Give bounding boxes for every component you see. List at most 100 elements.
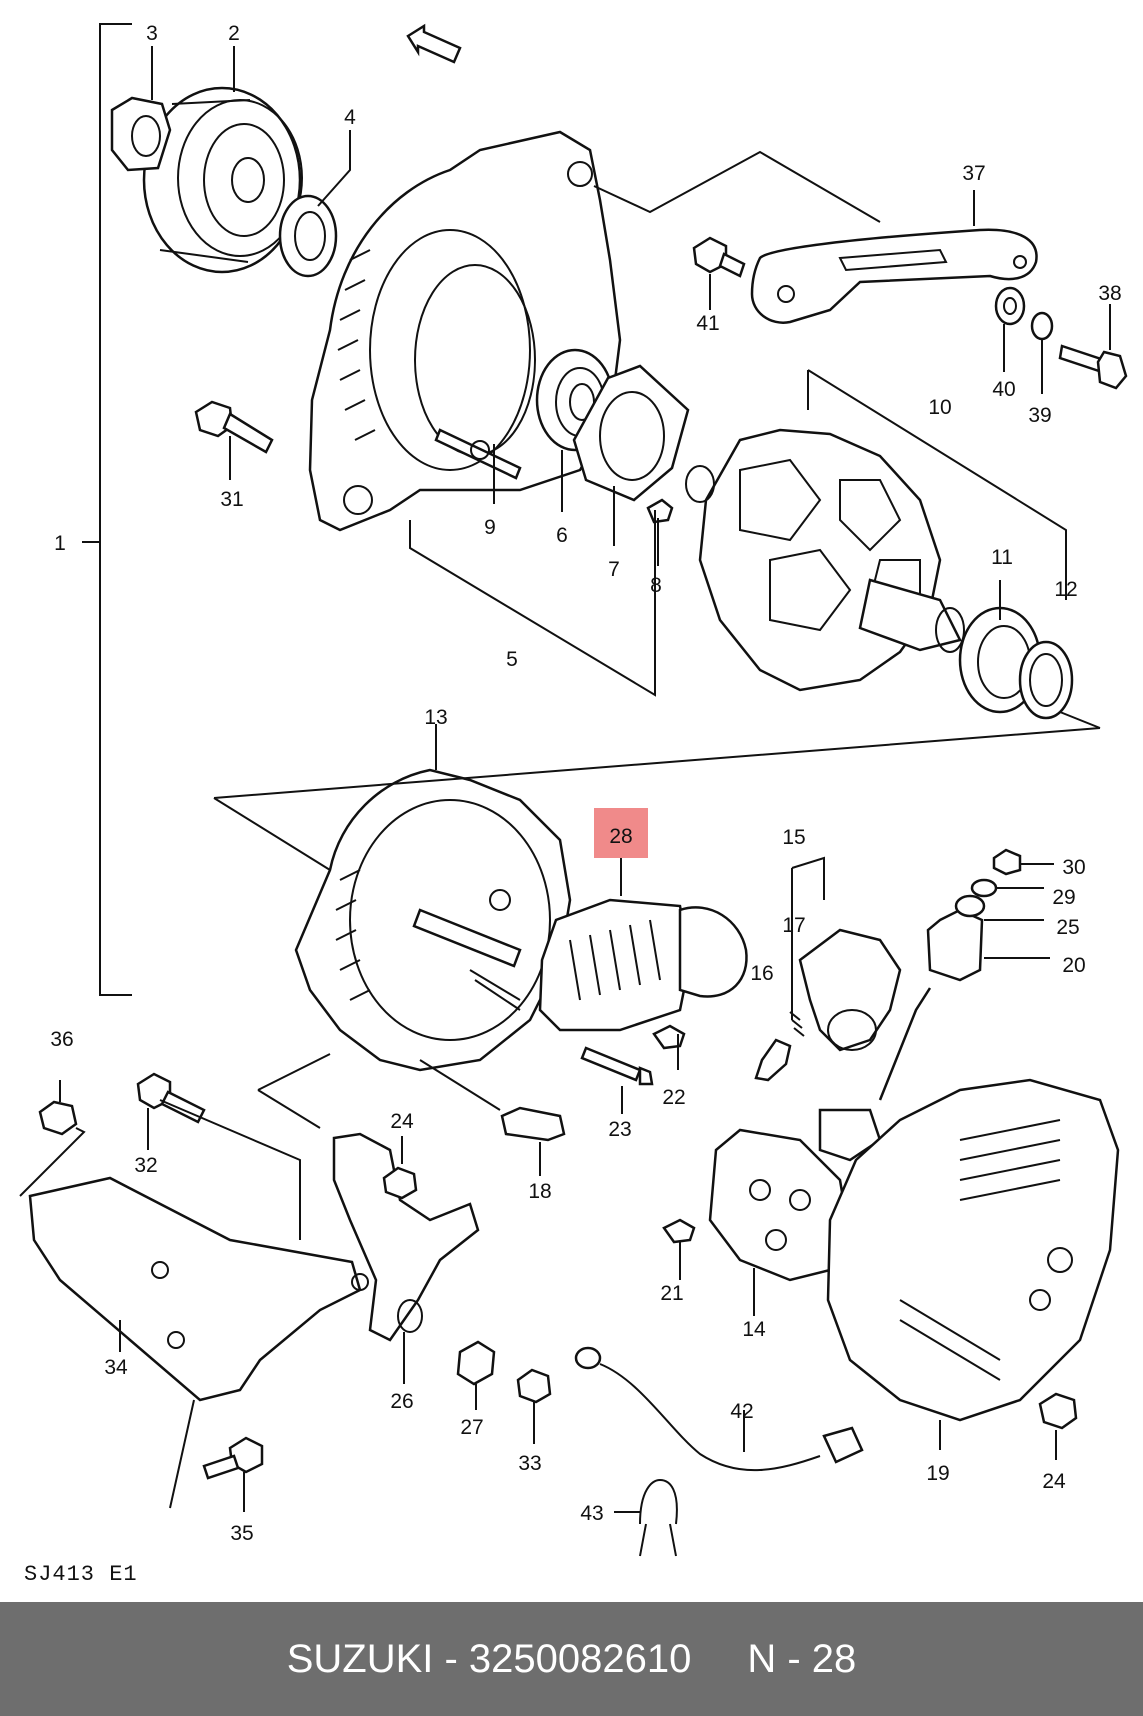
part-27-bushing <box>456 1340 496 1386</box>
callout-43: 43 <box>580 1502 603 1525</box>
callout-21: 21 <box>660 1282 683 1305</box>
callout-16: 16 <box>750 962 773 985</box>
part-4-washer <box>278 194 338 278</box>
leader-12-shaft <box>1059 711 1101 729</box>
callout-30: 30 <box>1062 856 1085 879</box>
callout-labels: 1 2 3 4 5 6 7 8 9 10 11 12 13 14 15 16 1… <box>50 22 1121 1545</box>
callout-18: 18 <box>528 1180 551 1203</box>
part-25-washer <box>954 894 986 918</box>
bracket-1-line <box>99 23 132 996</box>
callout-4: 4 <box>344 106 356 129</box>
callout-7: 7 <box>608 558 620 581</box>
bracket-5-line <box>409 510 656 697</box>
callout-26: 26 <box>390 1390 413 1413</box>
part-38-bolt <box>1058 344 1128 390</box>
callout-29: 29 <box>1052 886 1075 909</box>
part-30-nut <box>992 848 1022 876</box>
callout-27: 27 <box>460 1416 483 1439</box>
callout-39: 39 <box>1028 404 1051 427</box>
callout-15: 15 <box>782 826 805 849</box>
page-reference: N - 28 <box>747 1636 857 1681</box>
exploded-parts-diagram: 1 2 3 4 5 6 7 8 9 10 11 12 13 14 15 16 1… <box>19 22 1128 1557</box>
part-5-front-housing <box>308 130 622 532</box>
bracket-10-12-line <box>807 369 1067 600</box>
callout-37: 37 <box>962 162 985 185</box>
callout-25: 25 <box>1056 916 1079 939</box>
callout-34: 34 <box>104 1356 128 1379</box>
part-12-seal <box>1018 640 1074 720</box>
callout-36: 36 <box>50 1028 73 1051</box>
part-16-brush <box>754 1038 792 1082</box>
part-15-brush-holder <box>798 928 902 1052</box>
part-36-nut <box>38 1100 78 1136</box>
part-24-nut-right <box>1038 1392 1078 1430</box>
part-35-bolt <box>202 1436 264 1480</box>
callout-10: 10 <box>928 396 951 419</box>
drawing-code: SJ413 E1 <box>24 1562 138 1587</box>
part-8-screw <box>646 498 674 524</box>
callout-23: 23 <box>608 1118 631 1141</box>
part-33-nut <box>516 1368 552 1404</box>
callout-24-left: 24 <box>390 1110 414 1133</box>
part-22-screw <box>652 1024 686 1050</box>
part-7-retainer-plate <box>572 364 690 502</box>
callout-3: 3 <box>146 22 158 45</box>
callout-20: 20 <box>1062 954 1085 977</box>
part-24-nut-left <box>382 1166 418 1200</box>
direction-arrow-icon <box>406 23 462 64</box>
leader-arm-line <box>593 150 881 223</box>
part-2-pulley <box>142 86 303 274</box>
callout-12: 12 <box>1054 578 1077 601</box>
part-3-nut <box>110 96 172 172</box>
callout-28: 28 <box>609 825 632 848</box>
callout-32: 32 <box>134 1154 157 1177</box>
callout-17: 17 <box>782 914 805 937</box>
part-26-bracket <box>332 1132 480 1342</box>
part-13-rear-housing <box>294 768 572 1072</box>
callout-5: 5 <box>506 648 518 671</box>
callout-24-right: 24 <box>1042 1470 1066 1493</box>
footer-bar: SUZUKI - 3250082610 N - 28 <box>0 1602 1143 1716</box>
part-37-adjusting-arm <box>750 228 1038 324</box>
leader-36 <box>19 1080 86 1197</box>
part-31-bolt <box>194 400 274 454</box>
part-39-lockwasher <box>1030 311 1054 341</box>
callout-13: 13 <box>424 706 447 729</box>
callout-1: 1 <box>54 532 66 555</box>
bracket-18-line <box>257 1053 501 1129</box>
part-28-callout <box>594 808 648 896</box>
callout-41: 41 <box>696 312 719 335</box>
part-18-terminal <box>500 1106 566 1142</box>
callout-19: 19 <box>926 1462 949 1485</box>
part-28-regulator <box>538 898 748 1032</box>
part-20-insulator <box>926 908 984 982</box>
part-19-rear-cover <box>826 1078 1120 1422</box>
callout-31: 31 <box>220 488 243 511</box>
part-23-screw <box>580 1046 654 1086</box>
callout-11: 11 <box>991 546 1013 569</box>
part-32-bolt <box>136 1072 206 1124</box>
leader-4 <box>317 130 351 207</box>
callout-8: 8 <box>650 574 662 597</box>
callout-35: 35 <box>230 1522 253 1545</box>
part-10-rotor <box>685 428 965 692</box>
part-41-bolt <box>692 236 746 278</box>
callout-40: 40 <box>992 378 1015 401</box>
part-43-clamp <box>639 1478 678 1557</box>
callout-22: 22 <box>662 1086 685 1109</box>
part-40-washer <box>994 286 1026 326</box>
part-14-rectifier <box>708 1108 882 1282</box>
brand-part-number: SUZUKI - 3250082610 <box>286 1636 692 1681</box>
bracket-15-17-line <box>791 856 825 1020</box>
leader-34 <box>159 1099 301 1509</box>
part-34-bracket <box>28 1176 369 1402</box>
part-21-screw <box>662 1218 696 1244</box>
bracket-13-line <box>213 724 1101 871</box>
callout-6: 6 <box>556 524 568 547</box>
callout-38: 38 <box>1098 282 1121 305</box>
callout-42: 42 <box>730 1400 753 1423</box>
part-29-washer <box>970 878 998 898</box>
callout-14: 14 <box>742 1318 766 1341</box>
callout-9: 9 <box>484 516 496 539</box>
callout-33: 33 <box>518 1452 541 1475</box>
